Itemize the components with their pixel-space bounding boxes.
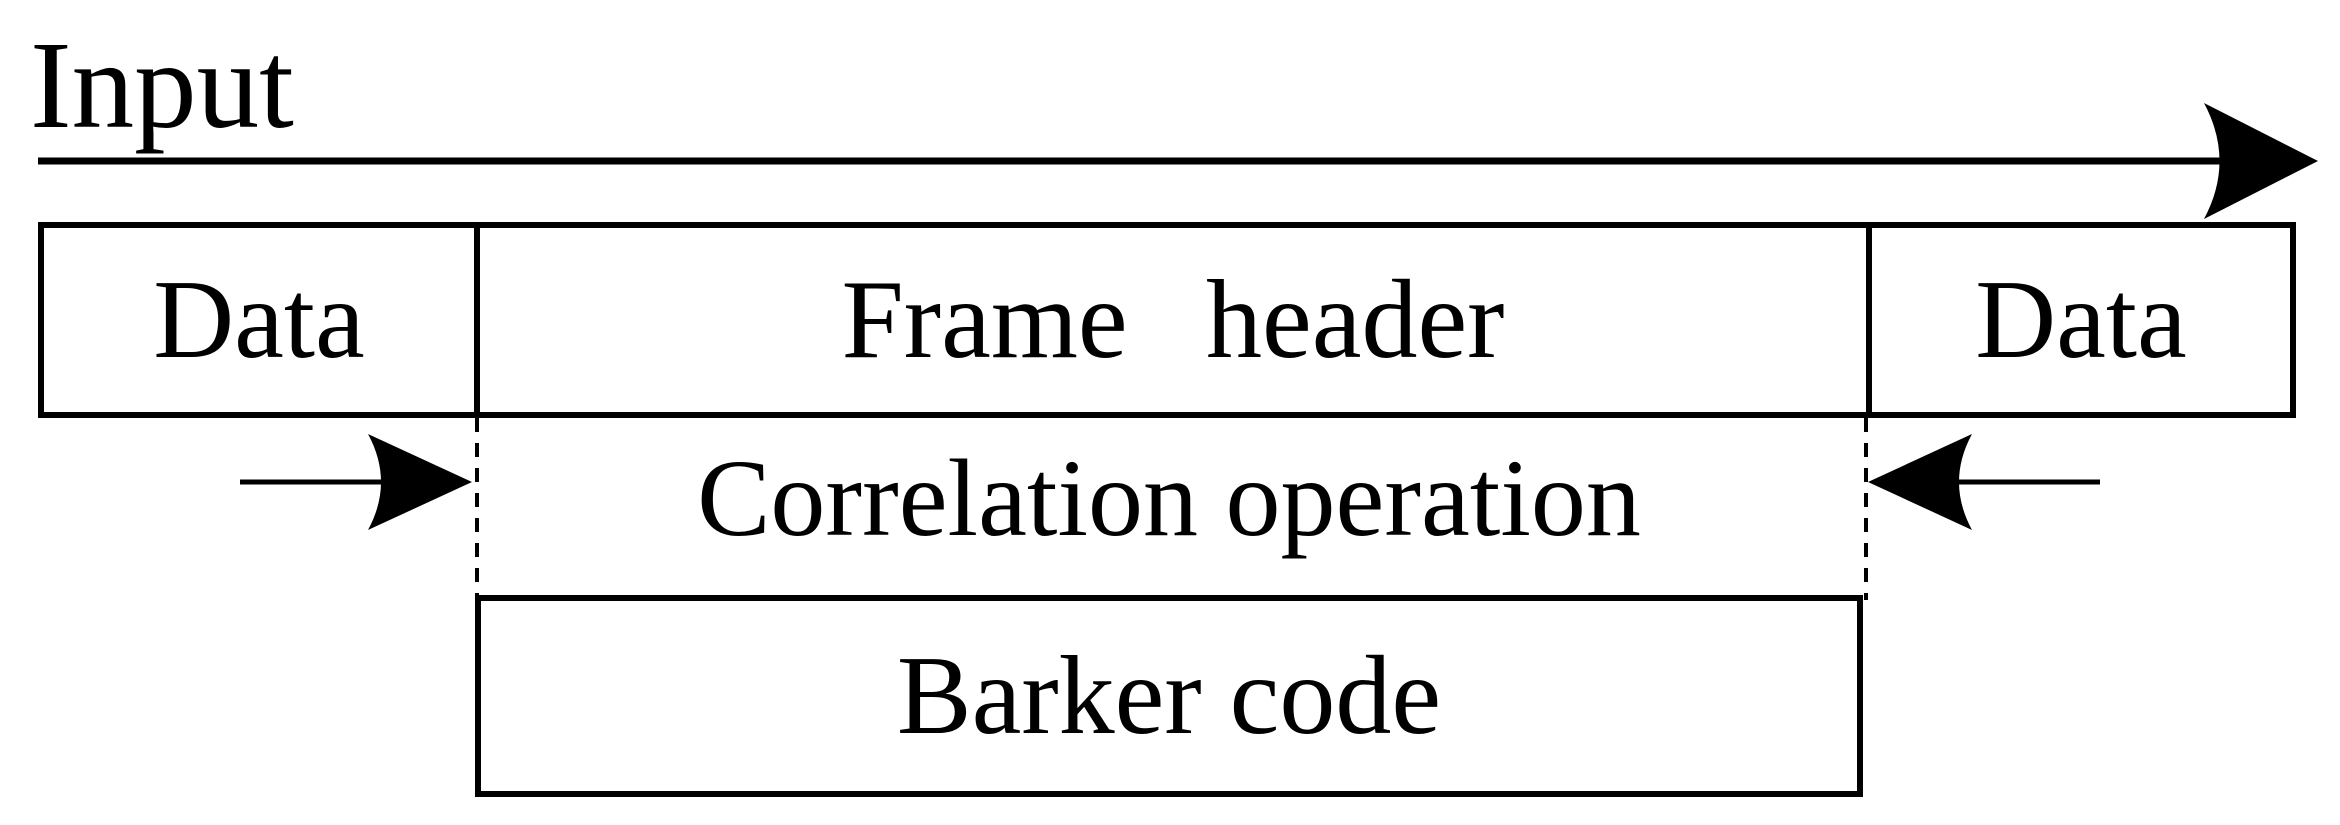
frame-row: Data Frame header Data [38, 222, 2296, 418]
barker-code-label: Barker code [896, 633, 1442, 758]
frame-cell-frame-header: Frame header [474, 228, 1866, 412]
correlation-operation-label: Correlation operation [697, 436, 1641, 559]
barker-code-box: Barker code [475, 595, 1863, 797]
right-inward-arrowhead-icon [1868, 434, 1972, 530]
input-flow-arrow [38, 103, 2318, 219]
frame-cell-data-left: Data [153, 257, 365, 382]
left-inward-arrowhead-icon [368, 434, 472, 530]
frame-cell-data-right: Data [1866, 228, 2290, 412]
left-inward-arrow [240, 434, 472, 530]
input-arrowhead-icon [2204, 103, 2318, 219]
right-inward-arrow [1868, 434, 2100, 530]
input-label: Input [30, 17, 294, 155]
